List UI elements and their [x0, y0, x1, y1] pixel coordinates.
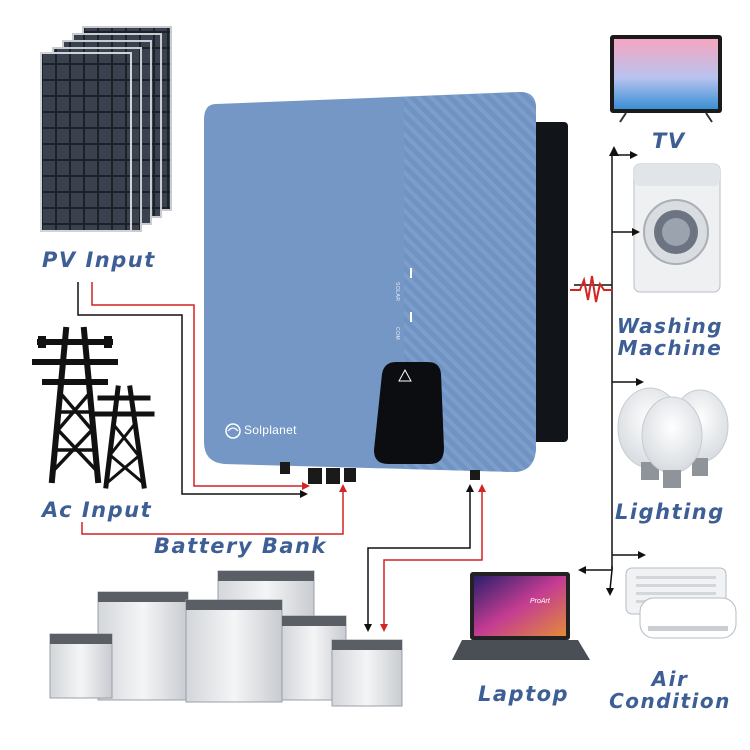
battery-bank-label: Battery Bank: [154, 534, 327, 558]
battery-wire-black: [367, 490, 471, 626]
pv-wire-black: [77, 282, 302, 495]
ac-input-label: Ac Input: [42, 498, 153, 522]
battery-wire-red: [383, 490, 483, 626]
laptop-label: Laptop: [478, 682, 570, 706]
air-condition-label: Air Condition: [604, 668, 736, 713]
lighting-label: Lighting: [615, 500, 725, 524]
laptop-screen-text: ProArt: [530, 598, 550, 605]
tv-icon: [610, 35, 722, 123]
tv-label: TV: [652, 129, 686, 153]
air-conditioner-icon: [625, 567, 737, 639]
wiring: [77, 154, 640, 626]
wire-arrowheads: [300, 146, 646, 632]
laptop-icon: [452, 572, 590, 660]
lighting-icon: [617, 387, 729, 488]
ac-waveform-icon: [570, 275, 612, 303]
pv-panels-icon: [40, 26, 172, 232]
washing-machine-label-line2: Machine: [617, 336, 723, 361]
washing-machine-icon: [633, 163, 721, 293]
air-condition-label-line2: Condition: [609, 689, 731, 714]
com-indicator-label: COM: [394, 327, 400, 341]
ac-wire-red: [81, 490, 344, 535]
battery-bank-icon: [49, 570, 403, 707]
transmission-tower-icon: [32, 326, 155, 489]
washing-machine-label: Washing Machine: [612, 315, 728, 360]
pv-input-label: PV Input: [42, 248, 156, 272]
inverter-brand-logo: Solplanet: [244, 423, 297, 437]
washing-machine-label-line1: Washing: [616, 314, 724, 338]
air-condition-label-line1: Air: [651, 667, 689, 691]
solar-indicator-label: SOLAR: [394, 282, 400, 302]
inverter-unit: [204, 92, 568, 484]
pv-wire-red: [91, 282, 305, 487]
